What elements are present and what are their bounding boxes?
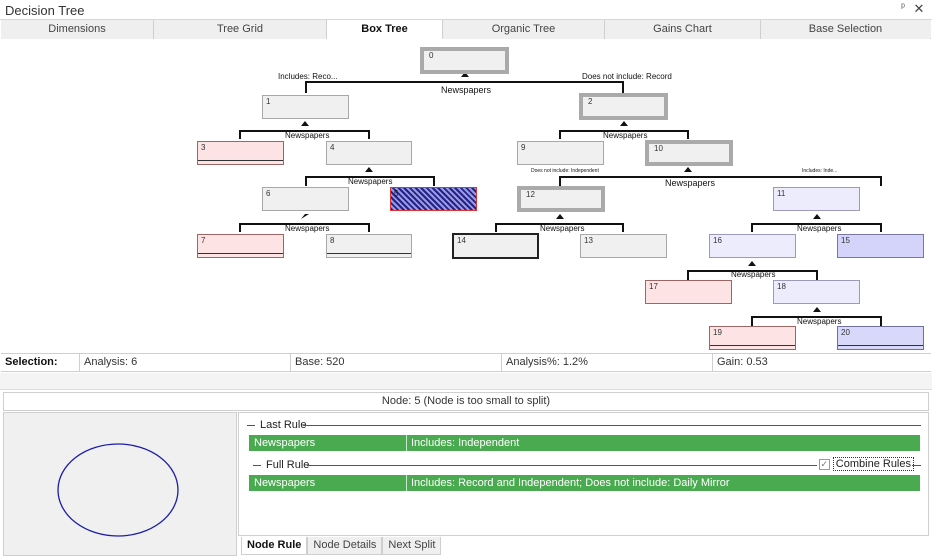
tab-next-split[interactable]: Next Split [382, 537, 442, 555]
tree-node-19[interactable]: 19 [709, 326, 796, 350]
node16-split-label: Newspapers [731, 270, 776, 279]
tab-node-details[interactable]: Node Details [307, 537, 383, 555]
tree-node-10[interactable]: 10 [645, 140, 733, 166]
selection-summary: Selection: Analysis: 6 Base: 520 Analysi… [1, 353, 931, 372]
node-id: 3 [201, 143, 206, 152]
panel-splitter[interactable] [0, 373, 932, 390]
tab-dimensions[interactable]: Dimensions [1, 20, 154, 39]
tree-node-11[interactable]: 11 [773, 187, 860, 211]
tab-box-tree[interactable]: Box Tree [327, 20, 443, 39]
tab-base-selection[interactable]: Base Selection [761, 20, 930, 39]
detail-tabs: Node Rule Node Details Next Split [241, 537, 442, 556]
node10-left-condition: Does not include: Independent [531, 168, 599, 174]
root-split-label: Newspapers [441, 85, 492, 95]
node10-right-condition: Includes: Inde... [802, 168, 838, 174]
tab-gains-chart[interactable]: Gains Chart [605, 20, 761, 39]
tree-node-13[interactable]: 13 [580, 234, 667, 258]
node18-split-label: Newspapers [797, 317, 842, 326]
rule-divider [912, 465, 921, 466]
tree-node-4[interactable]: 4 [326, 141, 412, 165]
window-title: Decision Tree [5, 3, 85, 18]
tree-node-16[interactable]: 16 [709, 234, 796, 258]
node2-split-label: Newspapers [603, 131, 648, 140]
combine-rules-label: Combine Rules [832, 457, 914, 471]
rule-divider [247, 425, 255, 426]
box-tree-canvas: Includes: Reco... Does not include: Reco… [0, 40, 932, 352]
tree-node-1[interactable]: 1 [262, 95, 349, 119]
preview-drawing [57, 443, 179, 537]
combine-rules-toggle[interactable]: ✓ Combine Rules [816, 457, 914, 471]
tab-tree-grid[interactable]: Tree Grid [154, 20, 327, 39]
combine-rules-checkbox[interactable]: ✓ [818, 458, 830, 470]
tree-node-17[interactable]: 17 [645, 280, 732, 304]
full-rule-condition: Includes: Record and Independent; Does n… [411, 477, 730, 489]
selection-base: Base: 520 [291, 354, 502, 372]
leaf-bar [838, 345, 923, 346]
root-right-condition: Does not include: Record [582, 72, 672, 81]
node-info-header: Node: 5 (Node is too small to split) [3, 392, 929, 411]
close-icon[interactable]: ✕ [913, 1, 925, 16]
leaf-bar [198, 253, 283, 254]
full-rule-title: Full Rule [263, 459, 313, 471]
tree-node-6[interactable]: 6 [262, 187, 349, 211]
node-id: 20 [841, 328, 850, 337]
selection-analysis-pct: Analysis%: 1.2% [502, 354, 713, 372]
tree-node-2[interactable]: 2 [579, 93, 668, 120]
selection-gain: Gain: 0.53 [717, 356, 768, 368]
node11-split-label: Newspapers [797, 224, 842, 233]
last-rule-title: Last Rule [257, 419, 310, 431]
tree-node-12[interactable]: 12 [517, 186, 605, 212]
tree-node-20[interactable]: 20 [837, 326, 924, 350]
last-rule-condition: Includes: Independent [411, 437, 520, 449]
tree-node-7[interactable]: 7 [197, 234, 284, 258]
tree-node-14[interactable]: 14 [452, 233, 539, 259]
tab-organic-tree[interactable]: Organic Tree [443, 20, 605, 39]
title-bar: Decision Tree ᵖ ✕ [0, 0, 932, 20]
tree-node-0[interactable]: 0 [420, 47, 509, 74]
tree-node-15[interactable]: 15 [837, 234, 924, 258]
leaf-bar [327, 253, 411, 254]
selection-analysis: Analysis: 6 [80, 354, 291, 372]
tree-node-5-selected[interactable]: 5 [390, 187, 477, 211]
node-id: 19 [713, 328, 722, 337]
tree-connectors [239, 72, 882, 326]
full-rule-field: Newspapers [249, 475, 407, 491]
leaf-bar [710, 345, 795, 346]
last-rule-field: Newspapers [249, 435, 407, 451]
node1-split-label: Newspapers [285, 131, 330, 140]
root-left-condition: Includes: Reco... [278, 72, 338, 81]
node10-split-label: Newspapers [665, 178, 716, 188]
rule-divider [253, 465, 261, 466]
selection-label: Selection: [1, 354, 80, 372]
last-rule-row[interactable]: Newspapers Includes: Independent [249, 435, 920, 451]
rule-divider [303, 425, 921, 426]
rule-divider [307, 465, 827, 466]
leaf-bar [198, 160, 283, 161]
full-rule-row[interactable]: Newspapers Includes: Record and Independ… [249, 475, 920, 491]
node-id: 7 [201, 236, 206, 245]
node4-split-label: Newspapers [348, 177, 393, 186]
tree-node-8[interactable]: 8 [326, 234, 412, 258]
node6-split-label: Newspapers [285, 224, 330, 233]
node12-split-label: Newspapers [540, 224, 585, 233]
node-preview [3, 412, 237, 556]
preview-circle [57, 443, 179, 537]
tree-node-9[interactable]: 9 [517, 141, 604, 165]
pin-icon[interactable]: ᵖ [901, 2, 905, 13]
tree-node-3[interactable]: 3 [197, 141, 284, 165]
node-rule-panel: Last Rule Newspapers Includes: Independe… [238, 412, 929, 536]
tree-node-18[interactable]: 18 [773, 280, 860, 304]
node-id: 8 [330, 236, 335, 245]
view-tabs: Dimensions Tree Grid Box Tree Organic Tr… [1, 20, 931, 39]
tab-node-rule[interactable]: Node Rule [241, 537, 308, 555]
